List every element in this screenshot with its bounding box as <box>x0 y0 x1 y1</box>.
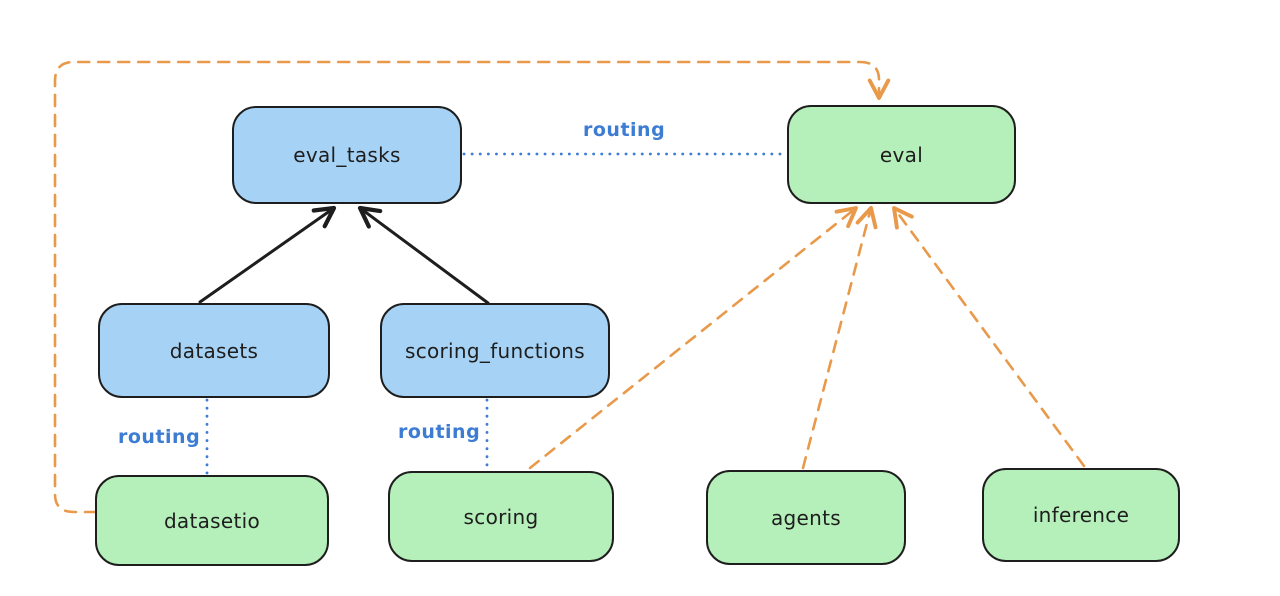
node-eval-tasks-label: eval_tasks <box>293 143 401 167</box>
node-datasetio-label: datasetio <box>163 508 261 533</box>
node-agents-label: agents <box>771 505 841 530</box>
node-inference: inference <box>982 468 1180 562</box>
node-inference-label: inference <box>1032 503 1130 527</box>
node-scoring-functions-label: scoring_functions <box>404 338 586 363</box>
edge-label-routing-datasets-datasetio: routing <box>118 426 201 448</box>
node-scoring-functions: scoring_functions <box>380 303 610 398</box>
node-eval-label: eval <box>879 142 924 167</box>
edge-agents-to-eval <box>801 206 878 470</box>
node-scoring: scoring <box>388 471 614 562</box>
node-scoring-label: scoring <box>463 504 539 529</box>
node-datasetio: datasetio <box>95 475 329 566</box>
edge-datasetio-to-eval <box>53 60 891 514</box>
edge-inference-to-eval <box>892 206 1086 468</box>
node-datasets-label: datasets <box>169 338 259 363</box>
edge-scoring-to-eval <box>528 206 858 470</box>
edge-scoring_functions-to-eval_tasks <box>357 205 490 305</box>
node-eval: eval <box>787 105 1016 204</box>
edge-label-routing-eval-tasks-eval: routing <box>583 119 666 141</box>
node-datasets: datasets <box>98 303 330 398</box>
edge-label-routing-scoring-functions-scoring: routing <box>398 421 481 443</box>
node-agents: agents <box>706 470 906 565</box>
edge-datasets-to-eval_tasks <box>198 205 337 304</box>
node-eval-tasks: eval_tasks <box>232 106 462 204</box>
